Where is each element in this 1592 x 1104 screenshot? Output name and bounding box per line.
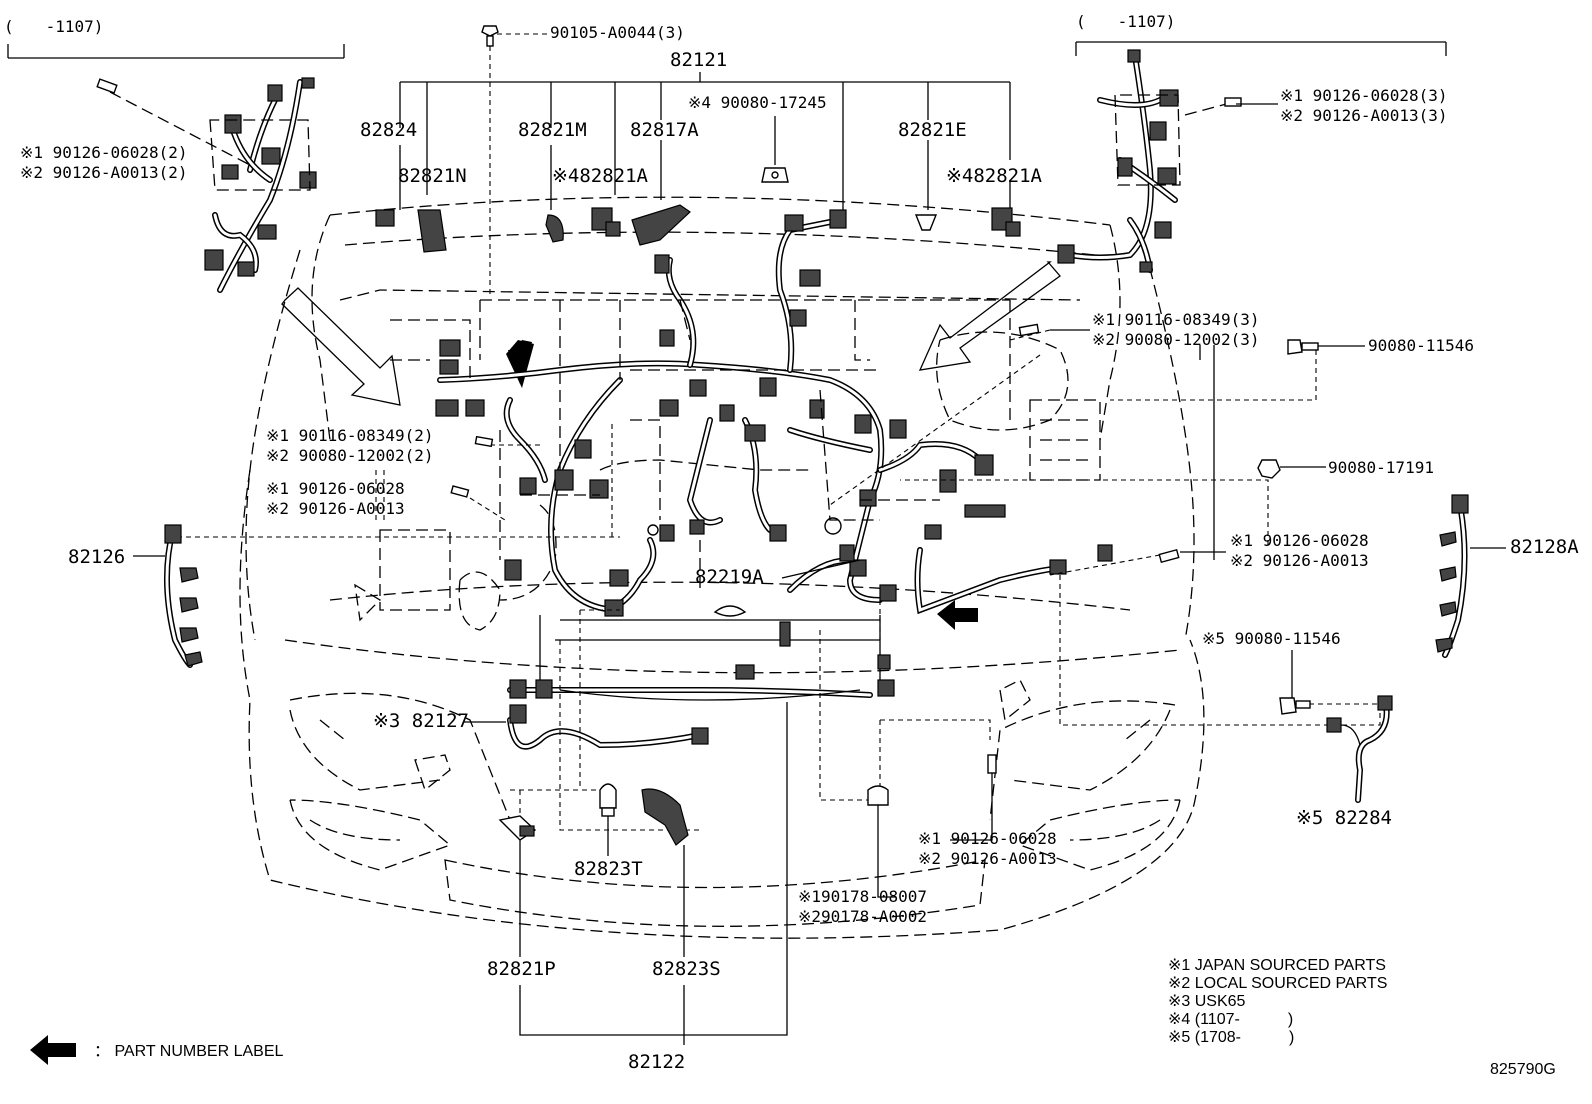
part-82126: 82126 [68,546,125,568]
part-number-label-legend: ： PART NUMBER LABEL [30,1035,283,1065]
bolt-icon-90126-bottom [950,754,997,841]
part-number-label-arrow-icon-right [937,600,978,630]
fastener-right-90116-08349-3: ※1 90116-08349(3) [1092,310,1260,329]
harness-right-upper [1057,49,1242,273]
legend-note-3: ※3 USK65 [1168,993,1246,1010]
part-82817A: 82817A [630,119,699,141]
harness-82126 [133,524,203,668]
legend-note-4: ※4 (1107- ) [1168,1011,1293,1028]
nut-icon-90080-17191 [1257,459,1326,479]
fastener-right-90126-06028: ※1 90126-06028 [1230,531,1369,550]
fastener-bottom-90126-06028: ※1 90126-06028 [918,829,1057,848]
bolt-icon-90080-11546 [1287,339,1365,355]
part-82821E: 82821E [898,119,967,141]
fastener-bottom-90178-A0002: ※290178-A0002 [798,907,927,926]
connector-row-top [375,204,1021,253]
part-82823T: 82823T [574,858,643,880]
part-82821A-left: ※482821A [552,165,649,187]
bulb-icon-82823T [599,783,617,856]
fastener-left-90126-06028-2: ※1 90126-06028(2) [20,143,188,162]
fastener-90080-11546: 90080-11546 [1368,336,1474,355]
fastener-90080-17245: ※4 90080-17245 [688,93,827,112]
part-number-label-arrow-icon [30,1035,76,1065]
arrow-right-hollow-icon [918,261,1061,371]
clip-icon-top [761,116,789,183]
fastener-right-90126-06028-3: ※1 90126-06028(3) [1280,86,1448,105]
fastener-right-90126-A0013-3: ※2 90126-A0013(3) [1280,106,1448,125]
harness-82128A [1435,494,1506,658]
clip-icon-82821P [498,815,537,957]
fastener-left-90126-A0013: ※2 90126-A0013 [266,499,405,518]
part-82823S: 82823S [652,958,721,980]
socket-icon-82823S [641,788,689,957]
part-82821M: 82821M [518,119,587,141]
fastener-bottom-90126-A0013: ※2 90126-A0013 [918,849,1057,868]
legend-note-1: ※1 JAPAN SOURCED PARTS [1168,957,1386,974]
diagram-id: 825790G [1490,1061,1556,1078]
part-82824: 82824 [360,119,417,141]
leader-frame-82122 [519,702,788,1045]
legend-note-5: ※5 (1708- ) [1168,1029,1294,1046]
bolt-icon-top [481,25,550,295]
part-82821P: 82821P [487,958,556,980]
harness-82284 [1326,695,1393,803]
bracket-left-label: ( -1107) [4,17,103,36]
grommet-icon-90178 [867,785,896,898]
arrow-left-hollow-icon [281,287,401,406]
part-82219A: 82219A [695,566,764,588]
fastener-bottom-90178-08007: ※190178-08007 [798,887,927,906]
bolt-icon-left-mid [375,435,494,520]
fastener-left-90126-A0013-2: ※2 90126-A0013(2) [20,163,188,182]
part-82127: ※3 82127 [373,710,469,732]
bracket-right: ( -1107) [1075,12,1447,56]
part-82284: ※5 82284 [1296,807,1392,829]
harness-left-upper [96,77,317,293]
fastener-left-90116-08349-2: ※1 90116-08349(2) [266,426,434,445]
legend-note-2: ※2 LOCAL SOURCED PARTS [1168,975,1387,992]
part-82122: 82122 [628,1051,685,1073]
part-number-label-arrow-icon-top [506,340,534,388]
fastener-90080-17191: 90080-17191 [1328,458,1434,477]
fastener-right-90126-A0013: ※2 90126-A0013 [1230,551,1369,570]
main-harness-connectors [435,209,1113,745]
fastener-90105-A0044: 90105-A0044(3) [550,23,685,42]
engine-bay-leaders [177,299,1381,831]
fastener-left-90126-06028: ※1 90126-06028 [266,479,405,498]
bracket-right-label: ( -1107) [1076,12,1175,31]
fastener-left-90080-12002-2: ※2 90080-12002(2) [266,446,434,465]
vehicle-body-outline [239,196,1205,939]
part-82821A-right: ※482821A [946,165,1043,187]
fastener-5-90080-11546: ※5 90080-11546 [1202,629,1341,648]
part-82821N: 82821N [398,165,467,187]
part-82121: 82121 [670,49,727,71]
leader-frame-82121 [399,72,1011,210]
part-82128A: 82128A [1510,536,1579,558]
part-number-label-text: ： PART NUMBER LABEL [94,1043,283,1060]
bolt-icon-5 [1279,650,1311,715]
fastener-right-90080-12002-3: ※2 90080-12002(3) [1092,330,1260,349]
legend: ※1 JAPAN SOURCED PARTS ※2 LOCAL SOURCED … [1168,957,1387,1046]
bracket-left: ( -1107) [4,17,345,59]
